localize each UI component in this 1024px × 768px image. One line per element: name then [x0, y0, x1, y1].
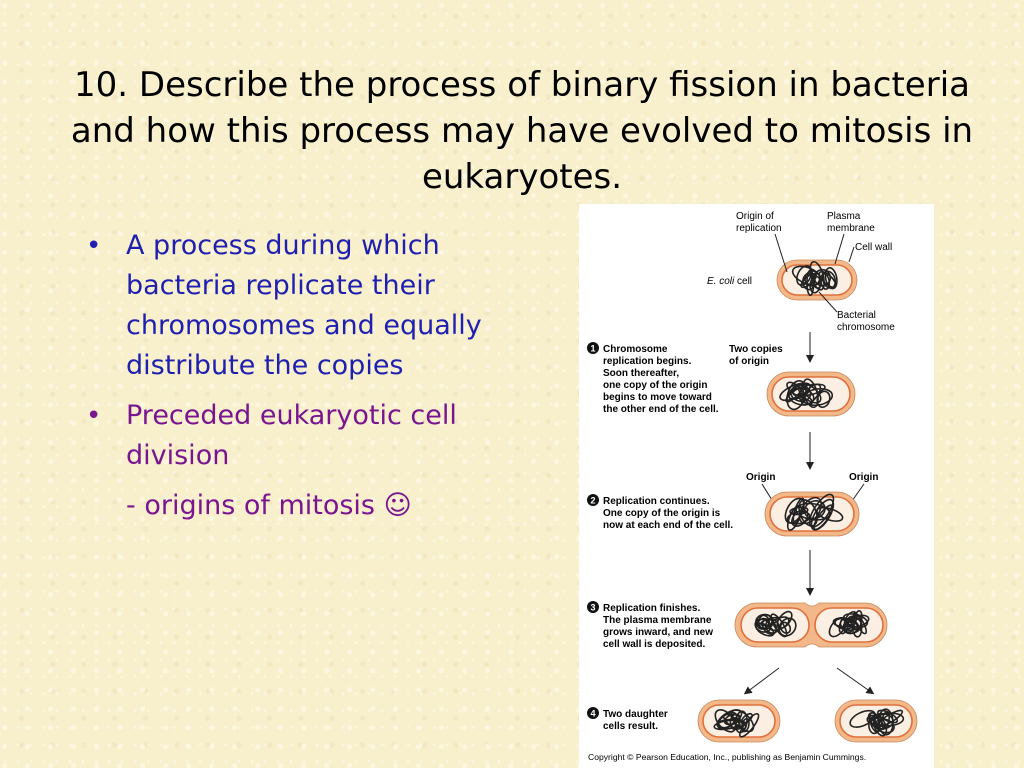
step-2-number-badge: [587, 494, 599, 506]
arrow-right-daughter: [836, 667, 875, 695]
bullet-item-binary-fission: • A process during which bacteria replic…: [86, 226, 506, 386]
cell-step-1: [766, 371, 856, 417]
label-cell-wall: Cell wall: [855, 242, 892, 253]
bacterial-chromosome-shape-left: [754, 610, 797, 638]
fission-diagram: Origin of replication Plasma membrane Ce…: [587, 211, 918, 762]
label-origin-of-replication: Origin of replication: [736, 211, 782, 234]
copyright-notice: Copyright © Pearson Education, Inc., pub…: [588, 752, 866, 762]
subline-origins-of-mitosis: - origins of mitosis ☺: [126, 490, 412, 521]
bullet-item-eukaryotic-division: • Preceded eukaryotic cell division: [86, 396, 506, 476]
step-4-caption: Two daughter cells result.: [603, 709, 671, 732]
bacterial-chromosome-shape: [791, 260, 838, 297]
label-two-copies-of-origin: Two copies of origin: [729, 344, 786, 367]
cell-initial: [776, 259, 858, 301]
bacterial-chromosome-shape: [784, 493, 844, 531]
step-2-caption: Replication continues. One copy of the o…: [603, 496, 733, 531]
bullet-marker: •: [86, 231, 102, 261]
bullet-list: • A process during which bacteria replic…: [86, 226, 506, 526]
step-3-number: 3: [590, 603, 595, 613]
step-4: 4 Two daughter cells result.: [587, 707, 671, 732]
bacterial-chromosome-shape: [849, 708, 905, 737]
bullet-text: A process during which bacteria replicat…: [126, 230, 482, 381]
step-3-number-badge: [587, 601, 599, 613]
step-3: 3 Replication finishes. The plasma membr…: [587, 601, 716, 650]
leader-lines: [774, 233, 855, 313]
bacterial-chromosome-shape: [779, 378, 834, 411]
step-3-caption: Replication finishes. The plasma membran…: [603, 603, 716, 650]
step-4-number: 4: [590, 709, 595, 719]
cell-step-3-dividing: [734, 602, 888, 648]
arrow-left-daughter: [743, 667, 780, 695]
step-1: 1 Chromosome replication begins. Soon th…: [587, 342, 719, 415]
bullet-text: Preceded eukaryotic cell division: [126, 400, 457, 471]
step-1-number-badge: [587, 342, 599, 354]
label-plasma-membrane: Plasma membrane: [827, 211, 875, 234]
daughter-cell-left: [697, 699, 781, 743]
step-2: 2 Replication continues. One copy of the…: [587, 494, 733, 531]
step-4-number-badge: [587, 707, 599, 719]
step-1-number: 1: [590, 344, 595, 354]
cell-step-2: [764, 491, 860, 537]
slide-title: 10. Describe the process of binary fissi…: [70, 65, 974, 197]
daughter-cell-right: [834, 699, 918, 743]
label-origin-left: Origin: [746, 472, 775, 483]
label-ecoli-cell: E. coli cell: [707, 276, 752, 287]
label-origin-right: Origin: [849, 472, 878, 483]
bullet-marker: •: [86, 401, 102, 431]
step-2-number: 2: [590, 496, 595, 506]
bacterial-chromosome-shape: [713, 709, 760, 738]
binary-fission-figure: Origin of replication Plasma membrane Ce…: [579, 204, 934, 768]
step-1-caption: Chromosome replication begins. Soon ther…: [603, 344, 719, 415]
label-bacterial-chromosome: Bacterial chromosome: [837, 310, 895, 333]
bacterial-chromosome-shape-right: [828, 609, 870, 638]
